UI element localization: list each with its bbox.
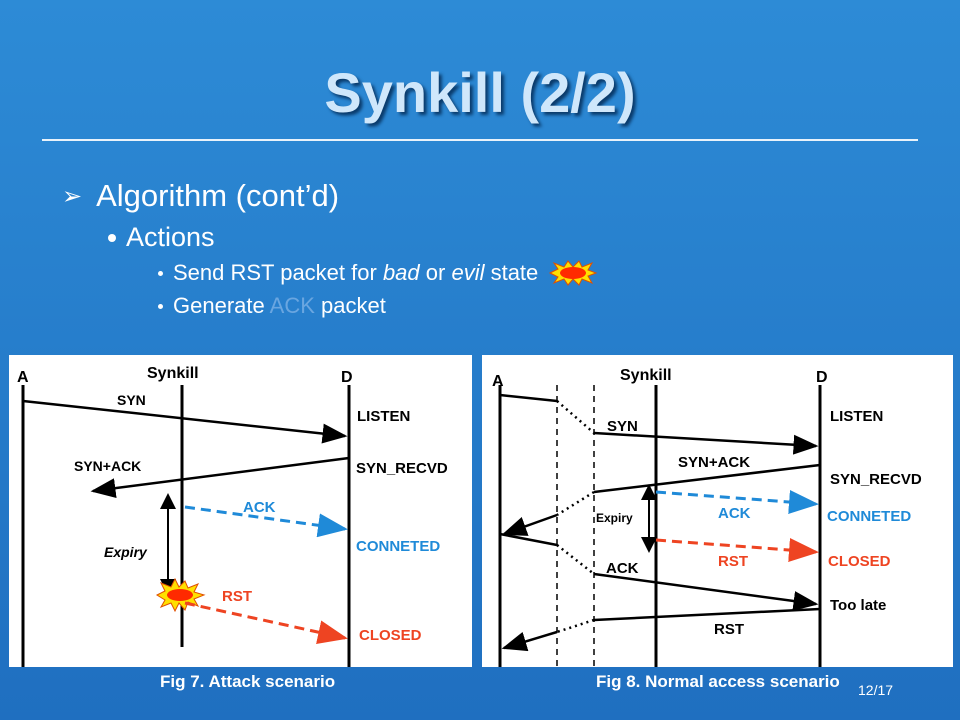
- label-expiry: Expiry: [596, 511, 633, 525]
- label-d: D: [341, 369, 353, 386]
- label-ack-blue: ACK: [718, 505, 751, 522]
- arrow-ack: [593, 572, 819, 611]
- arrow-bullet-icon: ➢: [62, 182, 83, 210]
- bullet-algorithm: Algorithm (cont’d): [96, 178, 340, 213]
- bullet-level2: Actions: [108, 222, 215, 253]
- dot-bullet-icon: [158, 303, 163, 309]
- arrow-rst-red: [655, 538, 819, 562]
- label-d: D: [816, 369, 828, 386]
- label-rst: RST: [714, 621, 744, 638]
- label-expiry: Expiry: [104, 544, 148, 560]
- label-rst: RST: [222, 588, 252, 605]
- arrow-ack-blue: [655, 490, 819, 514]
- label-listen: LISTEN: [830, 408, 883, 425]
- dot-bullet-icon: [158, 270, 163, 276]
- syn-seg-1: [499, 393, 558, 403]
- label-synack: SYN+ACK: [678, 454, 750, 471]
- label-synkill: Synkill: [147, 365, 199, 382]
- fig8-normal-access-diagram: A Synkill D SYN LISTEN SYN+ACK SYN_RECVD…: [482, 355, 953, 667]
- syn-dotted: [556, 400, 595, 434]
- bullet-actions: Actions: [126, 222, 215, 252]
- slide-title: Synkill (2/2): [324, 61, 636, 124]
- ack-dotted: [556, 544, 595, 575]
- bullet-send-rst: Send RST packet for bad or evil state: [158, 260, 598, 286]
- explosion-icon: [155, 577, 206, 613]
- arrow-synack: [501, 513, 558, 536]
- explosion-icon: [549, 260, 598, 286]
- rst-seg: [593, 607, 821, 622]
- arrow-synack: [90, 456, 350, 499]
- label-rst-red: RST: [718, 553, 748, 570]
- label-syn: SYN: [607, 418, 638, 435]
- arrow-syn: [593, 431, 819, 455]
- bullet-generate-ack: Generate ACK packet: [158, 293, 386, 319]
- arrow-syn: [22, 399, 348, 444]
- label-connected: CONNETED: [356, 538, 440, 555]
- label-ack: ACK: [606, 560, 639, 577]
- label-ack: ACK: [243, 499, 276, 516]
- fig8-caption: Fig 8. Normal access scenario: [596, 672, 840, 691]
- label-closed: CLOSED: [359, 627, 422, 644]
- label-too-late: Too late: [830, 597, 886, 614]
- arrow-ack-blue: [184, 505, 348, 538]
- label-listen: LISTEN: [357, 408, 410, 425]
- bullet-send-rst-text: Send RST packet for bad or evil state: [173, 260, 539, 285]
- ack-seg-1: [499, 532, 558, 547]
- fig7-caption: Fig 7. Attack scenario: [160, 672, 336, 691]
- dot-bullet-icon: [108, 233, 116, 242]
- label-a: A: [17, 369, 29, 386]
- label-synack: SYN+ACK: [74, 458, 141, 474]
- bullet-level1: ➢ Algorithm (cont’d): [62, 178, 339, 214]
- label-synkill: Synkill: [620, 367, 672, 384]
- label-connected: CONNETED: [827, 508, 911, 525]
- synack-seg: [593, 463, 821, 494]
- bullet-generate-ack-text: Generate ACK packet: [173, 293, 386, 318]
- label-a: A: [492, 373, 504, 390]
- fig7-attack-diagram: A Synkill D SYN LISTEN SYN+ACK SYN_RECVD…: [9, 355, 472, 667]
- page-number: 12/17: [858, 682, 894, 698]
- synack-dotted: [556, 490, 595, 517]
- title-divider: [42, 139, 918, 141]
- label-syn: SYN: [117, 392, 146, 408]
- label-closed: CLOSED: [828, 553, 891, 570]
- label-syn-recvd: SYN_RECVD: [830, 471, 922, 488]
- rst-dotted: [556, 618, 595, 634]
- arrow-rst-red: [184, 601, 348, 644]
- arrow-rst: [501, 630, 558, 652]
- label-syn-recvd: SYN_RECVD: [356, 460, 448, 477]
